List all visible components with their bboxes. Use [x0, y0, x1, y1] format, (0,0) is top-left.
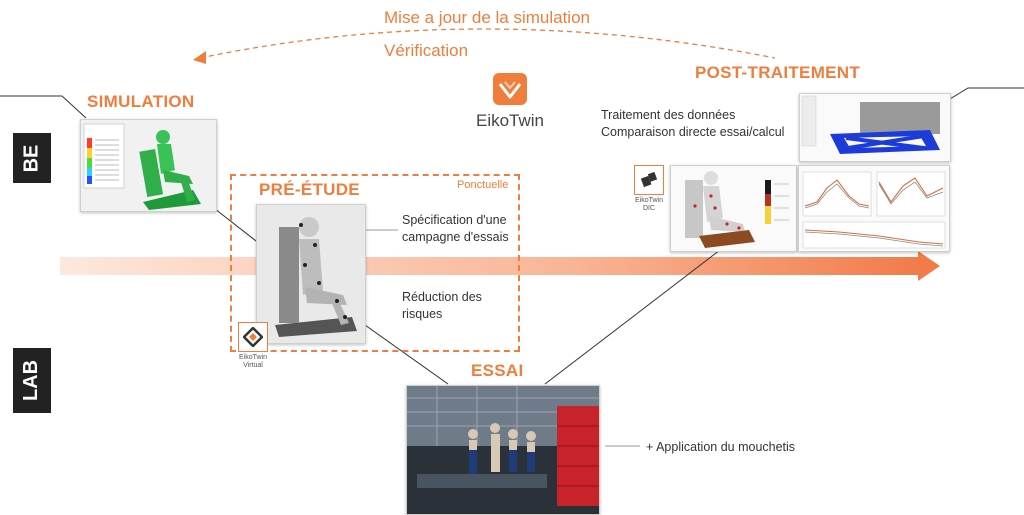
post-traitement-title: POST-TRAITEMENT	[695, 63, 861, 82]
connector-post-right	[944, 87, 1024, 103]
eikotwin-brand-name: EikoTwin	[475, 111, 545, 130]
eikotwin-logo-icon	[493, 73, 527, 105]
pre-etude-note-spec: Spécification d'une campagne d'essais	[402, 213, 509, 244]
be-tag: BE	[13, 133, 51, 183]
post-traitement-dic-image	[670, 165, 797, 252]
pre-etude-badge: Ponctuelle	[457, 179, 509, 191]
connector-essai-post	[544, 249, 721, 385]
post-traitement-top-image	[799, 93, 951, 162]
pre-etude-image	[256, 204, 366, 344]
post-traitement-curves-image	[798, 165, 950, 252]
essai-note: + Application du mouchetis	[646, 440, 796, 454]
post-traitement-dic-seat	[685, 171, 789, 248]
connector-be-simulation	[0, 95, 87, 119]
eikotwin-dic-caption: EikoTwin DIC	[634, 197, 663, 212]
loop-bottom-label: Vérification	[384, 41, 469, 60]
eikotwin-brand: EikoTwin	[470, 72, 550, 131]
essai-lab-scene	[407, 386, 599, 514]
loop-arc-arrowhead	[193, 51, 206, 64]
connector-simulation-preetude	[209, 204, 266, 249]
pre-etude-title: PRÉ-ÉTUDE	[259, 180, 360, 199]
simulation-seat-mesh	[83, 123, 201, 210]
pre-etude-frame	[230, 174, 520, 352]
loop-top-label: Mise a jour de la simulation	[384, 8, 590, 27]
eikotwin-virtual-icon	[238, 322, 268, 352]
pre-etude-note-risk: Réduction des risques	[402, 290, 482, 321]
simulation-title: SIMULATION	[87, 92, 195, 111]
eikotwin-virtual-caption: EikoTwin Virtual	[238, 354, 267, 369]
post-traitement-note-2: Comparaison directe essai/calcul	[601, 125, 785, 139]
lab-tag: LAB	[13, 348, 51, 413]
eikotwin-dic-icon	[634, 165, 664, 195]
loop-arc	[199, 28, 776, 59]
pre-etude-seat-model	[275, 217, 357, 337]
connector-preetude-essai	[364, 324, 449, 385]
post-traitement-note-1: Traitement des données	[601, 108, 736, 122]
post-traitement-frame-model	[801, 95, 940, 154]
eikotwin-virtual-badge: EikoTwin Virtual	[238, 322, 268, 370]
post-traitement-notes: Traitement des données Comparaison direc…	[601, 107, 784, 141]
essai-photo	[406, 385, 600, 515]
post-traitement-comparison-curves	[802, 171, 946, 249]
eikotwin-dic-badge: EikoTwin DIC	[634, 165, 664, 213]
simulation-image	[80, 119, 217, 212]
essai-title: ESSAI	[471, 361, 524, 380]
